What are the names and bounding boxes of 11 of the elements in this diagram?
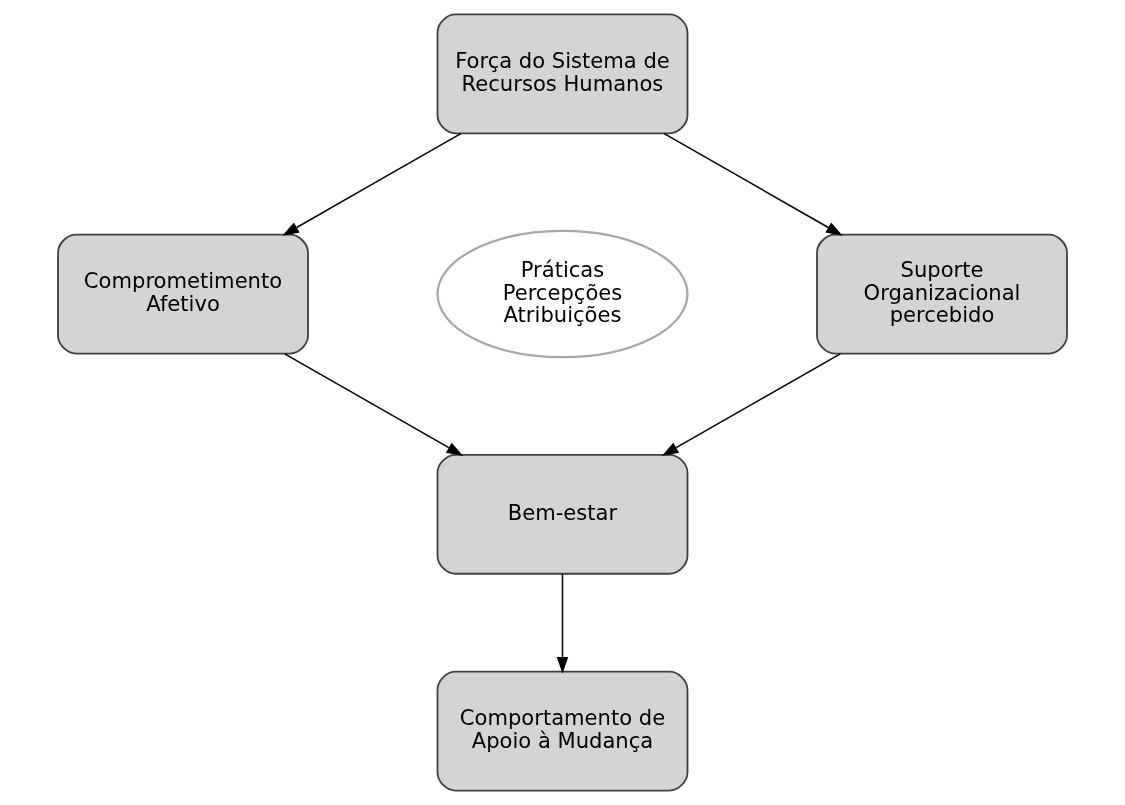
node-ellipse: Práticas Percepções Atribuições [436, 229, 689, 359]
node-box: Comportamento de Apoio à Mudança [436, 670, 689, 792]
arrow [661, 353, 842, 456]
arrow [663, 132, 843, 236]
arrow [282, 132, 462, 236]
node-box: Suporte Organizacional percebido [816, 233, 1068, 355]
node-box: Força do Sistema de Recursos Humanos [436, 13, 689, 135]
node-box: Comprometimento Afetivo [57, 233, 309, 355]
node-box: Bem-estar [436, 453, 689, 575]
arrow [556, 573, 569, 674]
arrow [283, 353, 464, 456]
